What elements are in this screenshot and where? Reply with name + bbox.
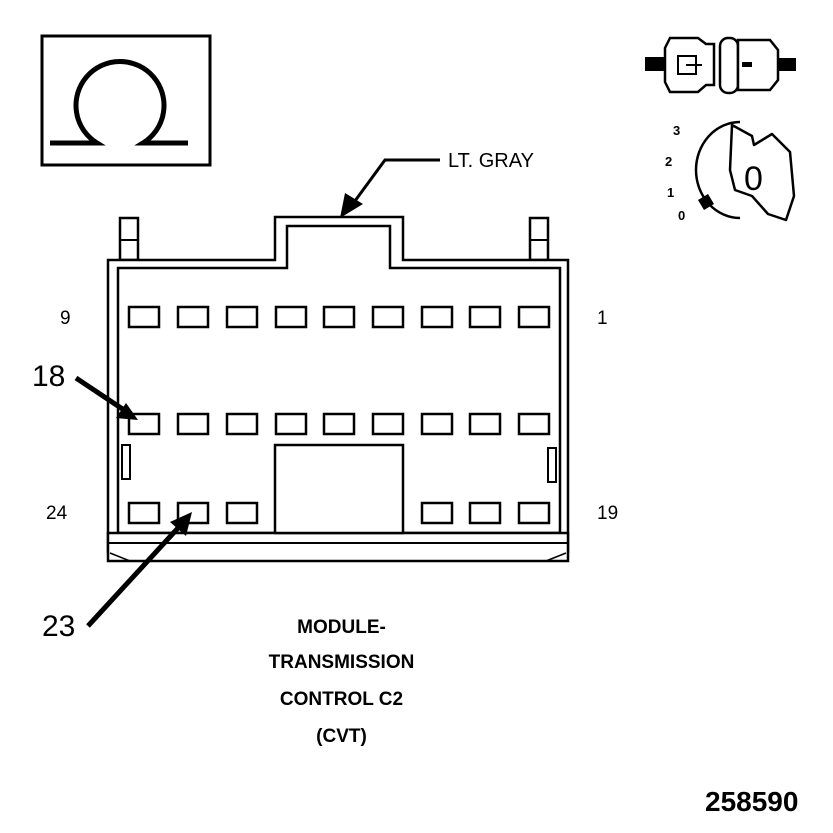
terminal-cavity [371, 305, 405, 329]
terminal-cavity [127, 501, 161, 525]
connector-color-label: LT. GRAY [448, 150, 534, 172]
terminal-cavity [517, 305, 551, 329]
key-position-3: 3 [673, 123, 681, 138]
pin-label-bottom-right: 19 [597, 503, 619, 524]
terminal-cavity [274, 412, 308, 436]
terminal-cavity [176, 412, 210, 436]
terminal-cavity [274, 305, 308, 329]
connector-title-line-4: (CVT) [316, 726, 367, 747]
connector-title-line-1: MODULE- [297, 617, 386, 638]
terminal-cavity [225, 305, 259, 329]
terminal-cavity [225, 412, 259, 436]
connector-title-line-2: TRANSMISSION [268, 652, 415, 673]
pin-18-arrow [74, 375, 138, 420]
lt-gray-pointer [340, 158, 440, 218]
terminal-cavity [468, 501, 502, 525]
callout-18: 18 [32, 360, 66, 393]
terminal-cavity [420, 412, 454, 436]
terminal-cavities [127, 305, 551, 525]
terminal-cavity [371, 412, 405, 436]
key-position-0: 0 [678, 208, 686, 223]
key-value: 0 [744, 160, 763, 198]
terminal-cavity [322, 305, 356, 329]
connector-title-line-3: CONTROL C2 [279, 689, 404, 710]
terminal-cavity [517, 412, 551, 436]
connector-housing [106, 215, 570, 563]
pin-label-top-left: 9 [60, 308, 71, 329]
pin-23-arrow [86, 512, 192, 628]
callout-23: 23 [42, 610, 76, 643]
figure-id: 258590 [705, 786, 799, 817]
key-position-2: 2 [665, 154, 673, 169]
terminal-cavity [322, 412, 356, 436]
terminal-cavity [127, 305, 161, 329]
ignition-key-icon [694, 120, 796, 222]
connector-pair-icon [645, 36, 796, 95]
terminal-cavity [468, 412, 502, 436]
terminal-cavity [225, 501, 259, 525]
terminal-cavity [468, 305, 502, 329]
key-position-1: 1 [667, 185, 675, 200]
terminal-cavity [176, 305, 210, 329]
terminal-cavity [517, 501, 551, 525]
omega-icon [40, 34, 212, 167]
terminal-cavity [420, 501, 454, 525]
terminal-cavity [420, 305, 454, 329]
pin-label-bottom-left: 24 [46, 503, 68, 524]
pin-label-top-right: 1 [597, 308, 608, 329]
